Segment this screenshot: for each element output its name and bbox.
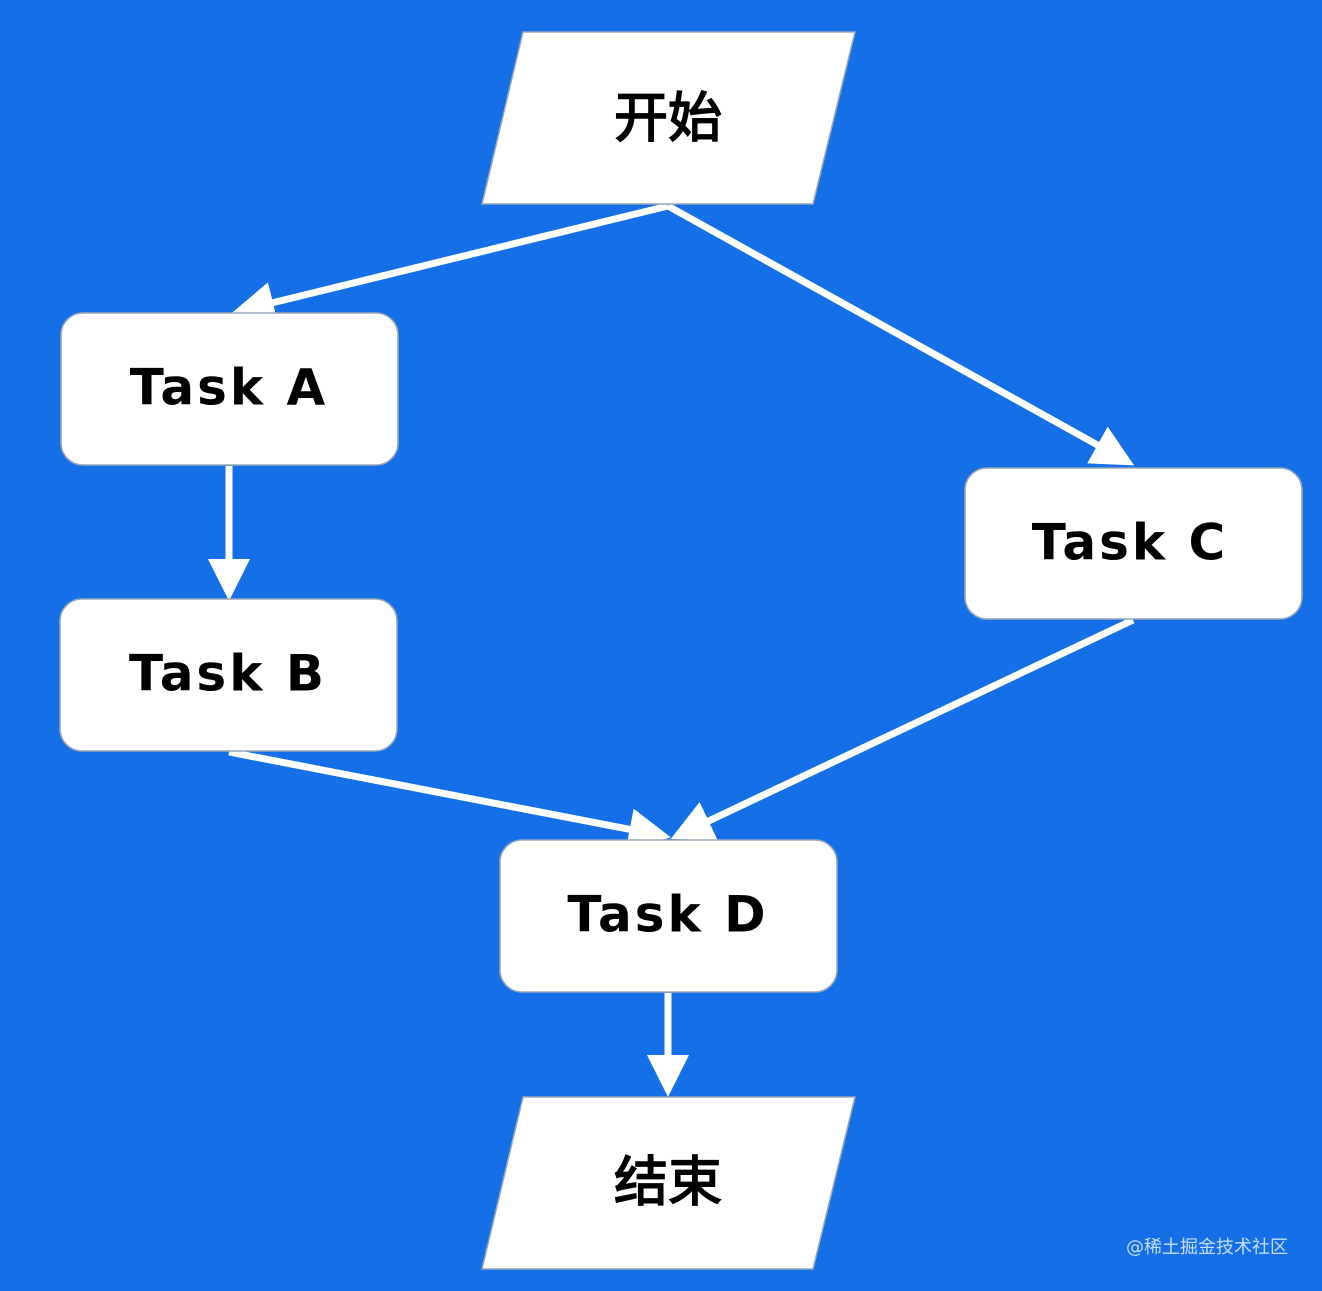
node-task-a: Task A (60, 312, 399, 466)
node-task-b: Task B (59, 598, 398, 752)
start-parallelogram (481, 31, 856, 205)
task-c-label: Task C (1032, 514, 1229, 572)
node-start: 开始 (481, 31, 856, 205)
node-task-d: Task D (499, 839, 838, 993)
end-parallelogram (481, 1096, 856, 1270)
task-c-box (964, 467, 1303, 620)
task-b-label: Task B (129, 645, 327, 703)
task-b-box (59, 598, 398, 752)
task-a-label: Task A (130, 359, 329, 417)
credit-watermark: @稀土掘金技术社区 (1126, 1237, 1288, 1258)
node-end: 结束 (481, 1096, 856, 1270)
task-d-label: Task D (567, 886, 768, 944)
task-d-box (499, 839, 838, 993)
edge-start-to-task-c (666, 202, 1135, 466)
edge-start-to-task-a (232, 202, 669, 324)
edges (208, 202, 1135, 1097)
task-a-box (60, 312, 399, 466)
node-task-c: Task C (964, 467, 1303, 620)
edge-task-c-to-task-d (670, 616, 1135, 840)
edge-task-b-to-task-d (228, 748, 671, 850)
start-label: 开始 (614, 87, 722, 150)
end-label: 结束 (614, 1151, 722, 1214)
